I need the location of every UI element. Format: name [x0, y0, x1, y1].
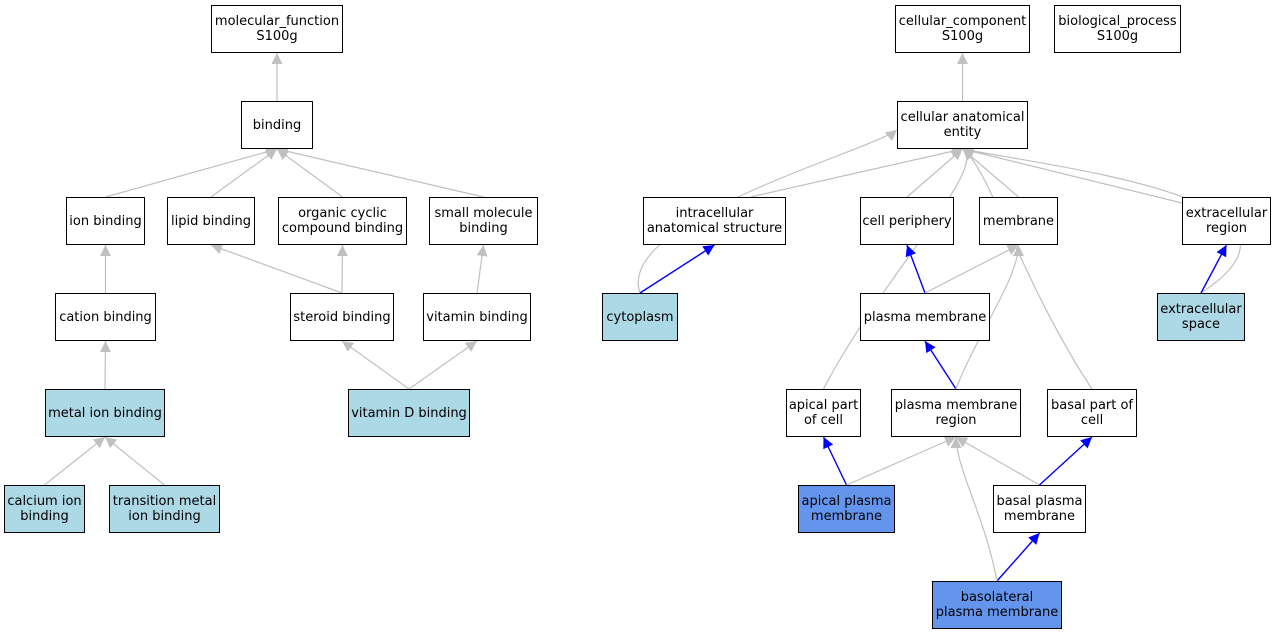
- node-vitamin-binding[interactable]: vitamin binding: [423, 293, 531, 341]
- edge-calcium-ion-binding-to-metal-ion-binding: [44, 436, 106, 486]
- node-basal-plasma-membrane[interactable]: basal plasma membrane: [993, 485, 1086, 533]
- node-extracellular-region[interactable]: extracellular region: [1182, 197, 1271, 245]
- edge-extracellular-region-to-cellular-anatomical: [962, 146, 1183, 204]
- node-transition-metal-ion-binding[interactable]: transition metal ion binding: [109, 485, 220, 533]
- node-apical-plasma-membrane[interactable]: apical plasma membrane: [798, 485, 895, 533]
- node-extracellular-space[interactable]: extracellular space: [1157, 293, 1245, 341]
- node-biological-process[interactable]: biological_process S100g: [1054, 5, 1181, 53]
- edge-small-molecule-to-binding: [276, 146, 484, 198]
- edge-metal-ion-binding-to-cation-binding: [99, 340, 111, 390]
- edge-extracellular-space-to-extracellular-region: [1200, 244, 1228, 294]
- node-plasma-membrane[interactable]: plasma membrane: [860, 293, 990, 341]
- node-intracellular-anatomical-structure[interactable]: intracellular anatomical structure: [643, 197, 786, 245]
- edge-intracellular-to-cellular-anatomical: [750, 146, 963, 198]
- node-small-molecule-binding[interactable]: small molecule binding: [429, 197, 538, 245]
- edge-vitamin-binding-to-small-molecule: [476, 244, 488, 294]
- node-basolateral-plasma-membrane[interactable]: basolateral plasma membrane: [932, 581, 1062, 629]
- edge-lipid-binding-to-binding: [210, 148, 278, 198]
- edge-basal-pm-to-pm-region: [955, 436, 1040, 486]
- node-ion-binding[interactable]: ion binding: [66, 197, 145, 245]
- node-plasma-membrane-region[interactable]: plasma membrane region: [891, 389, 1021, 437]
- node-cellular-component[interactable]: cellular_component S100g: [895, 5, 1030, 53]
- node-calcium-ion-binding[interactable]: calcium ion binding: [4, 485, 85, 533]
- edge-cell-periphery-to-cellular-anatomical: [906, 148, 963, 198]
- edge-vitamin-d-binding-to-vitamin-binding: [408, 340, 478, 390]
- edge-basolateral-pm-to-basal-pm: [996, 532, 1041, 582]
- edge-pm-region-to-membrane: [955, 244, 1024, 390]
- node-lipid-binding[interactable]: lipid binding: [167, 197, 255, 245]
- node-steroid-binding[interactable]: steroid binding: [290, 293, 394, 341]
- node-cellular-anatomical-entity[interactable]: cellular anatomical entity: [897, 101, 1028, 149]
- node-metal-ion-binding[interactable]: metal ion binding: [45, 389, 165, 437]
- edge-ion-binding-to-binding: [105, 146, 278, 198]
- edge-cytoplasm-to-intracellular: [639, 244, 715, 294]
- edge-basal-part-to-cellular-anatomical: [962, 148, 1093, 390]
- edge-organic-cyclic-to-binding: [276, 148, 343, 198]
- edge-steroid-binding-to-lipid-binding: [210, 243, 343, 294]
- node-molecular-function[interactable]: molecular_function S100g: [211, 5, 343, 53]
- edge-basolateral-pm-to-pm-region: [950, 436, 998, 582]
- edge-extracellular-space-to-cellular-anatomical: [962, 145, 1241, 294]
- edge-pm-region-to-plasma-membrane: [924, 340, 957, 390]
- edge-vitamin-d-binding-to-steroid-binding: [341, 340, 410, 390]
- edge-steroid-binding-to-organic-cyclic: [336, 244, 348, 294]
- edge-transition-metal-to-metal-ion-binding: [104, 436, 165, 486]
- edge-cytoplasm-to-cellular-anatomical: [637, 129, 898, 294]
- node-vitamin-d-binding[interactable]: vitamin D binding: [348, 389, 470, 437]
- edge-plasma-membrane-to-membrane: [924, 244, 1019, 294]
- edge-apical-part-to-cellular-anatomical: [822, 148, 975, 390]
- node-apical-part-of-cell[interactable]: apical part of cell: [786, 389, 861, 437]
- node-binding[interactable]: binding: [241, 101, 313, 149]
- edge-apical-pm-to-pm-region: [846, 436, 957, 486]
- node-cation-binding[interactable]: cation binding: [55, 293, 156, 341]
- node-basal-part-of-cell[interactable]: basal part of cell: [1047, 389, 1137, 437]
- node-organic-cyclic-compound-binding[interactable]: organic cyclic compound binding: [278, 197, 407, 245]
- edge-apical-pm-to-apical-part: [822, 436, 848, 486]
- edge-basal-pm-to-basal-part: [1039, 436, 1093, 486]
- edge-plasma-membrane-to-cell-periphery: [905, 244, 926, 294]
- node-cell-periphery[interactable]: cell periphery: [860, 197, 954, 245]
- node-membrane[interactable]: membrane: [979, 197, 1058, 245]
- node-cytoplasm[interactable]: cytoplasm: [602, 293, 678, 341]
